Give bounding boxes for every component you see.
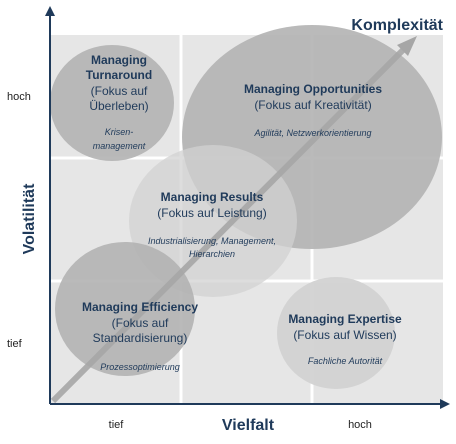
turnaround-detail-2: management <box>93 141 146 151</box>
efficiency-subtitle-2: Standardisierung) <box>93 331 188 345</box>
axes <box>45 6 450 409</box>
y-tick-high: hoch <box>7 91 31 103</box>
circle-efficiency <box>55 242 195 376</box>
efficiency-detail: Prozessoptimierung <box>100 362 180 372</box>
circle-labels: Managing Turnaround (Fokus auf Überleben… <box>82 53 402 372</box>
results-detail-2: Hierarchien <box>189 249 235 259</box>
x-tick-high: hoch <box>348 419 372 431</box>
x-axis-arrowhead <box>440 399 450 409</box>
opportunities-detail: Agilität, Netzwerkorientierung <box>253 128 371 138</box>
results-title: Managing Results <box>161 190 264 204</box>
circle-turnaround <box>50 45 174 161</box>
y-axis-arrowhead <box>45 6 55 16</box>
turnaround-subtitle-2: Überleben) <box>89 99 148 113</box>
complexity-arrow-shaft <box>50 45 408 404</box>
complexity-arrow-head <box>397 36 417 56</box>
label-turnaround: Managing Turnaround (Fokus auf Überleben… <box>86 53 152 151</box>
opportunities-title: Managing Opportunities <box>244 82 382 96</box>
results-detail-1: Industrialisierung, Management, <box>148 236 276 246</box>
diagram-title: Komplexität <box>351 17 443 34</box>
circle-expertise <box>277 277 395 389</box>
expertise-detail: Fachliche Autorität <box>308 356 383 366</box>
label-efficiency: Managing Efficiency (Fokus auf Standardi… <box>82 300 198 372</box>
label-opportunities: Managing Opportunities (Fokus auf Kreati… <box>244 82 382 138</box>
circles <box>50 25 442 389</box>
expertise-subtitle: (Fokus auf Wissen) <box>293 328 396 342</box>
label-expertise: Managing Expertise (Fokus auf Wissen) Fa… <box>288 312 402 366</box>
efficiency-title: Managing Efficiency <box>82 300 198 314</box>
x-tick-low: tief <box>109 419 125 431</box>
efficiency-subtitle-1: (Fokus auf <box>112 316 169 330</box>
turnaround-subtitle-1: (Fokus auf <box>91 84 148 98</box>
complexity-arrow <box>50 36 417 404</box>
turnaround-detail-1: Krisen- <box>105 127 134 137</box>
turnaround-title-2: Turnaround <box>86 68 152 82</box>
axis-text: Komplexität Volatilität Vielfalt hoch ti… <box>7 17 444 434</box>
label-results: Managing Results (Fokus auf Leistung) In… <box>148 190 276 259</box>
expertise-title: Managing Expertise <box>288 312 402 326</box>
x-axis-label: Vielfalt <box>222 417 275 434</box>
results-subtitle: (Fokus auf Leistung) <box>157 206 266 220</box>
opportunities-subtitle: (Fokus auf Kreativität) <box>254 98 371 112</box>
turnaround-title-1: Managing <box>91 53 147 67</box>
y-tick-low: tief <box>7 338 23 350</box>
y-axis-label: Volatilität <box>21 183 38 254</box>
